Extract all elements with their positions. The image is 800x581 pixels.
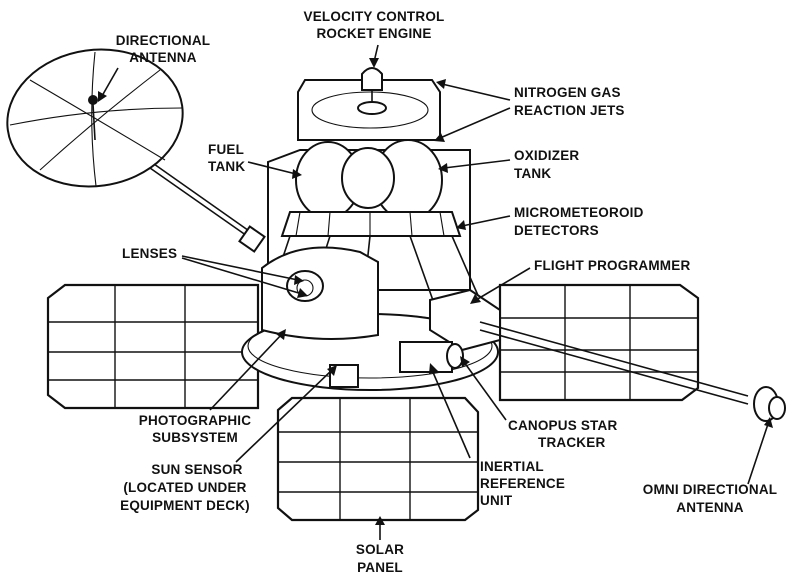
label-sun-sensor-line2: (LOCATED UNDER xyxy=(123,480,246,495)
omni-directional-antenna xyxy=(479,321,786,422)
label-inertial-line2: REFERENCE xyxy=(480,476,565,491)
solar-panel-right xyxy=(498,283,700,402)
solar-panel-left xyxy=(46,283,260,410)
label-velocity-control-line1: VELOCITY CONTROL xyxy=(304,9,445,24)
label-canopus-line1: CANOPUS STAR xyxy=(508,418,617,433)
label-fuel-tank-line1: FUEL xyxy=(208,142,244,157)
label-flight-programmer: FLIGHT PROGRAMMER xyxy=(534,258,690,273)
label-velocity-control-line2: ROCKET ENGINE xyxy=(316,26,431,41)
label-micrometeoroid-line2: DETECTORS xyxy=(514,223,599,238)
label-sun-sensor-line3: EQUIPMENT DECK) xyxy=(120,498,250,513)
solar-panel-bottom xyxy=(276,396,480,522)
label-oxidizer-tank-line2: TANK xyxy=(514,166,551,181)
label-omni-line2: ANTENNA xyxy=(676,500,743,515)
label-solar-panel-line1: SOLAR xyxy=(356,542,404,557)
label-inertial-line1: INERTIAL xyxy=(480,459,544,474)
label-directional-antenna-line2: ANTENNA xyxy=(129,50,196,65)
label-sun-sensor-line1: SUN SENSOR xyxy=(151,462,242,477)
directional-antenna xyxy=(6,48,266,253)
label-photographic-line2: SUBSYSTEM xyxy=(152,430,238,445)
label-solar-panel-line2: PANEL xyxy=(357,560,403,575)
label-nitrogen-gas-line2: REACTION JETS xyxy=(514,103,625,118)
label-photographic-line1: PHOTOGRAPHIC xyxy=(139,413,251,428)
label-fuel-tank-line2: TANK xyxy=(208,159,245,174)
label-omni-line1: OMNI DIRECTIONAL xyxy=(643,482,777,497)
label-inertial-line3: UNIT xyxy=(480,493,513,508)
leader-lines xyxy=(98,44,773,540)
label-canopus-line2: TRACKER xyxy=(538,435,605,450)
label-micrometeoroid-line1: MICROMETEOROID xyxy=(514,205,644,220)
label-directional-antenna-line1: DIRECTIONAL xyxy=(116,33,210,48)
spacecraft-body xyxy=(261,67,501,388)
label-nitrogen-gas-line1: NITROGEN GAS xyxy=(514,85,621,100)
label-lenses: LENSES xyxy=(122,246,177,261)
label-oxidizer-tank-line1: OXIDIZER xyxy=(514,148,579,163)
